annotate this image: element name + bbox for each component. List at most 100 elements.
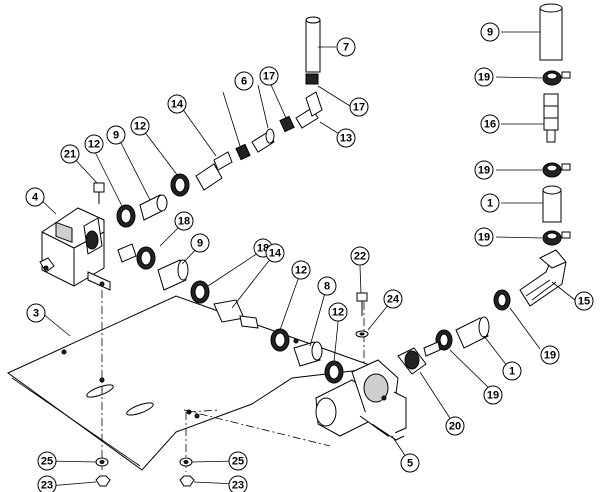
callout-circle	[190, 233, 210, 253]
callout-circle	[350, 246, 370, 266]
callout-circle	[400, 453, 420, 473]
callout-number: 12	[88, 139, 100, 151]
callout-12: 12	[130, 116, 150, 136]
callout-number: 18	[178, 216, 190, 228]
callout-19: 19	[474, 227, 494, 247]
callout-12: 12	[291, 260, 311, 280]
callout-number: 19	[487, 390, 499, 402]
callout-number: 14	[171, 99, 184, 111]
callout-number: 8	[324, 281, 330, 293]
callout-15: 15	[574, 291, 594, 311]
callout-circle	[336, 37, 356, 57]
callout-19: 19	[474, 67, 494, 87]
callout-14: 14	[167, 94, 187, 114]
callout-17: 17	[259, 66, 279, 86]
callout-number: 1	[509, 366, 515, 378]
callout-circle	[574, 291, 594, 311]
callout-24: 24	[383, 289, 403, 309]
callout-number: 23	[41, 480, 53, 492]
upper-hose-chain	[116, 16, 323, 228]
callout-5: 5	[400, 453, 420, 473]
callout-number: 9	[113, 130, 119, 142]
callout-circle	[26, 303, 46, 323]
callout-19: 19	[540, 345, 560, 365]
callout-6: 6	[234, 71, 254, 91]
callout-25: 25	[37, 451, 57, 471]
middle-hose-chain	[117, 243, 344, 384]
callout-circle	[474, 227, 494, 247]
callout-circle	[474, 160, 494, 180]
callout-circle	[291, 260, 311, 280]
callout-17: 17	[349, 97, 369, 117]
callout-number: 21	[64, 149, 76, 161]
callout-circle	[259, 66, 279, 86]
callout-number: 1	[487, 198, 493, 210]
callout-number: 5	[407, 458, 413, 470]
callout-number: 20	[449, 421, 461, 433]
callout-number: 23	[232, 480, 244, 492]
callout-number: 9	[487, 27, 493, 39]
callout-number: 17	[263, 71, 275, 83]
callout-circle	[328, 302, 348, 322]
callout-circle	[25, 187, 45, 207]
callout-circle	[228, 451, 248, 471]
callout-circle	[540, 345, 560, 365]
callout-number: 7	[343, 42, 349, 54]
callout-circle	[130, 116, 150, 136]
callout-circle	[483, 385, 503, 405]
callout-circle	[265, 243, 285, 263]
callout-circle	[480, 193, 500, 213]
callout-9: 9	[480, 22, 500, 42]
callout-number: 12	[332, 307, 344, 319]
callout-number: 16	[484, 119, 496, 131]
callout-number: 19	[478, 232, 490, 244]
callout-circle	[37, 451, 57, 471]
callout-number: 25	[41, 456, 53, 468]
callout-21: 21	[60, 144, 80, 164]
callout-number: 25	[232, 456, 244, 468]
callout-18: 18	[174, 211, 194, 231]
callout-25: 25	[228, 451, 248, 471]
callout-8: 8	[317, 276, 337, 296]
callout-circle	[480, 114, 500, 134]
callout-20: 20	[445, 416, 465, 436]
solenoid-valve	[39, 207, 111, 291]
washer-24	[355, 330, 369, 338]
callout-4: 4	[25, 187, 45, 207]
callout-12: 12	[84, 134, 104, 154]
callout-22: 22	[350, 246, 370, 266]
callout-circle	[480, 22, 500, 42]
callout-circle	[445, 416, 465, 436]
callout-19: 19	[474, 160, 494, 180]
callout-16: 16	[480, 114, 500, 134]
callout-circle	[174, 211, 194, 231]
callout-number: 24	[387, 294, 400, 306]
screw-21	[93, 182, 105, 204]
callout-circle	[167, 94, 187, 114]
callout-7: 7	[336, 37, 356, 57]
right-hose-chain	[423, 3, 571, 357]
callout-circle	[228, 475, 248, 492]
callout-1: 1	[502, 361, 522, 381]
base-plate	[7, 295, 379, 471]
callout-circle	[60, 144, 80, 164]
callout-number: 22	[354, 251, 366, 263]
callout-12: 12	[328, 302, 348, 322]
callout-number: 9	[197, 238, 203, 250]
callout-number: 6	[241, 76, 247, 88]
callout-9: 9	[106, 125, 126, 145]
leader-lines	[37, 31, 576, 487]
callout-number: 12	[134, 121, 146, 133]
callout-circle	[502, 361, 522, 381]
pump	[315, 347, 427, 441]
callout-number: 15	[578, 296, 590, 308]
callout-number: 12	[295, 265, 307, 277]
screw-22	[356, 292, 368, 316]
callout-number: 19	[478, 72, 490, 84]
callout-circle	[317, 276, 337, 296]
callout-3: 3	[26, 303, 46, 323]
callout-23: 23	[37, 475, 57, 492]
nut-washer-left	[95, 457, 111, 487]
